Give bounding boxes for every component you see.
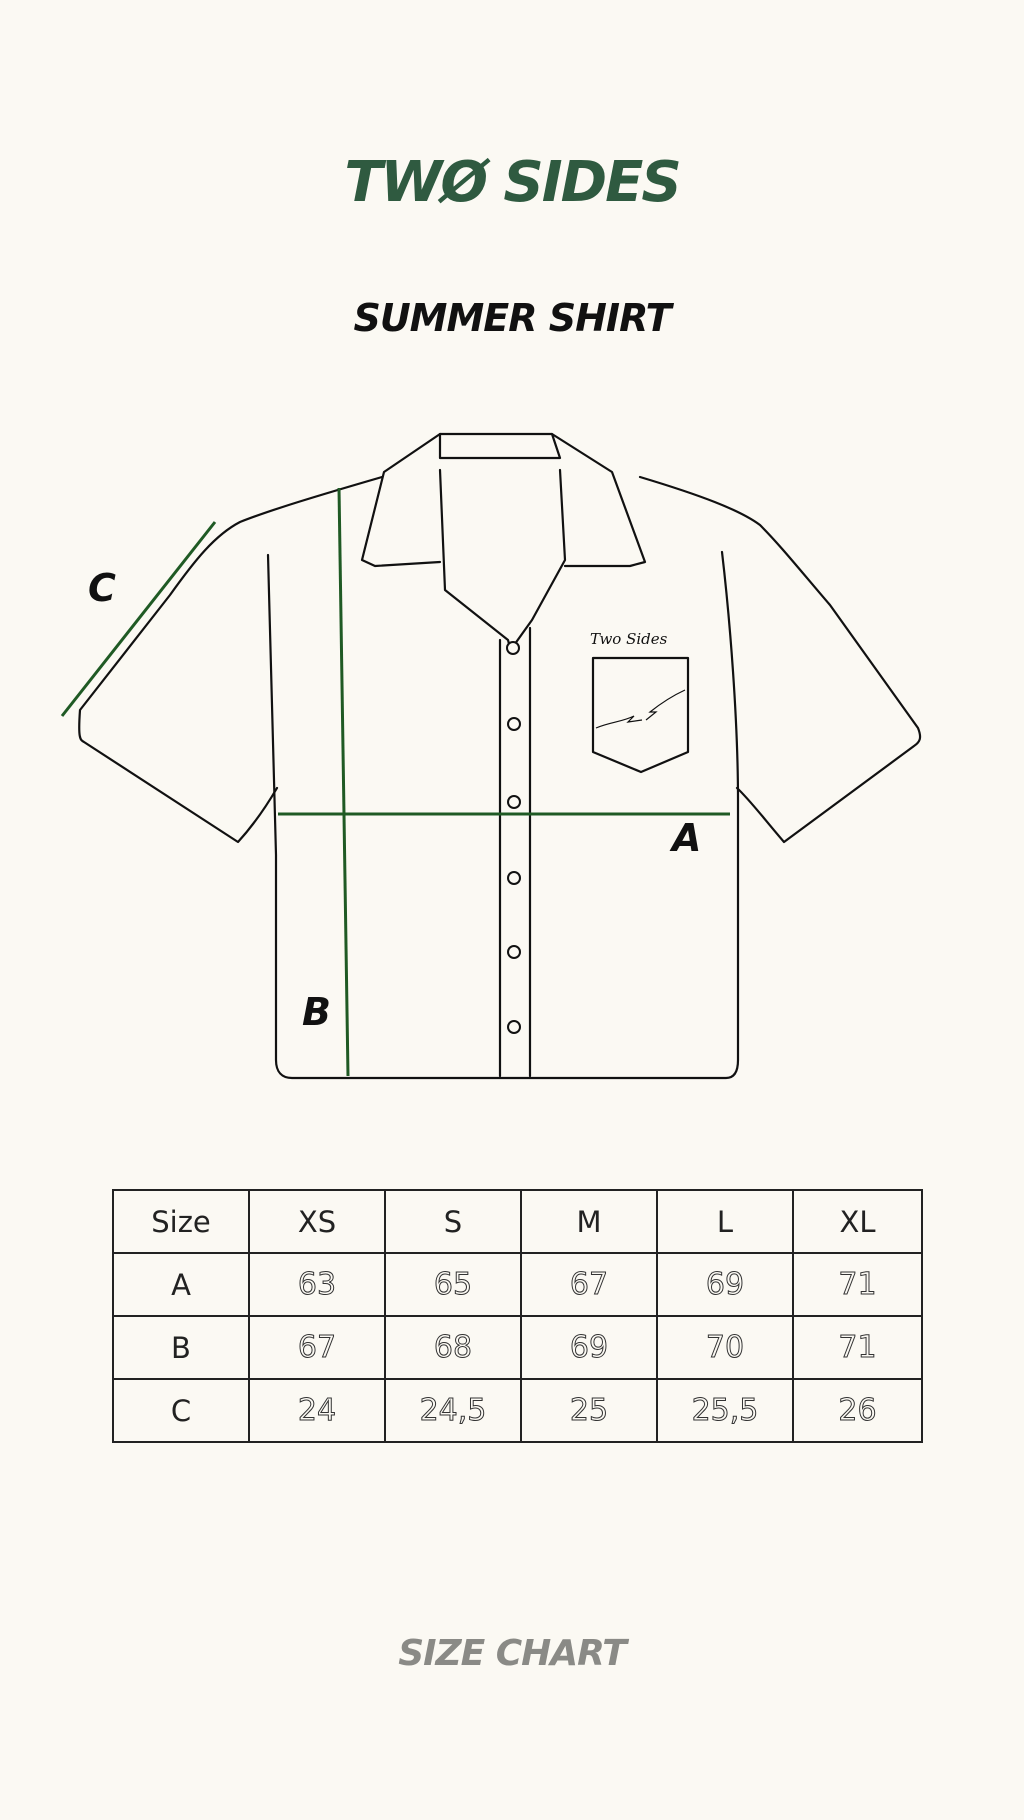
table-cell: 67 [520, 1252, 658, 1317]
table-header-cell: XS [248, 1189, 386, 1254]
pocket-signature: Two Sides [590, 630, 668, 648]
measure-line-c [60, 521, 217, 717]
table-cell: 69 [520, 1315, 658, 1380]
table-cell: 71 [792, 1315, 923, 1380]
table-cell: 67 [248, 1315, 386, 1380]
table-cell: 24 [248, 1378, 386, 1443]
table-header-cell: Size [112, 1189, 250, 1254]
product-title: SUMMER SHIRT [353, 296, 671, 340]
table-row-label: C [112, 1378, 250, 1443]
table-row-label: B [112, 1315, 250, 1380]
table-cell: 25 [520, 1378, 658, 1443]
table-header-cell: S [384, 1189, 522, 1254]
shirt-illustration [60, 432, 922, 1080]
footer-title: SIZE CHART [398, 1633, 627, 1674]
brand-logo: TWØ SIDES [344, 150, 681, 215]
shirt-outline [78, 432, 922, 1080]
table-cell: 71 [792, 1252, 923, 1317]
table-cell: 26 [792, 1378, 923, 1443]
table-cell: 68 [384, 1315, 522, 1380]
label-b: B [302, 990, 331, 1034]
label-a: A [672, 816, 702, 860]
table-cell: 24,5 [384, 1378, 522, 1443]
measure-line-b [337, 487, 350, 1077]
table-row-label: A [112, 1252, 250, 1317]
shirt-buttons [506, 641, 521, 1034]
pocket-hands-art [595, 689, 686, 729]
table-cell: 65 [384, 1252, 522, 1317]
measurement-lines [60, 487, 730, 1077]
table-header-cell: L [656, 1189, 794, 1254]
table-cell: 69 [656, 1252, 794, 1317]
table-header-cell: XL [792, 1189, 923, 1254]
shirt-diagram [60, 432, 922, 1080]
table-cell: 25,5 [656, 1378, 794, 1443]
table-header-cell: M [520, 1189, 658, 1254]
label-c: C [88, 566, 116, 610]
table-cell: 63 [248, 1252, 386, 1317]
table-cell: 70 [656, 1315, 794, 1380]
